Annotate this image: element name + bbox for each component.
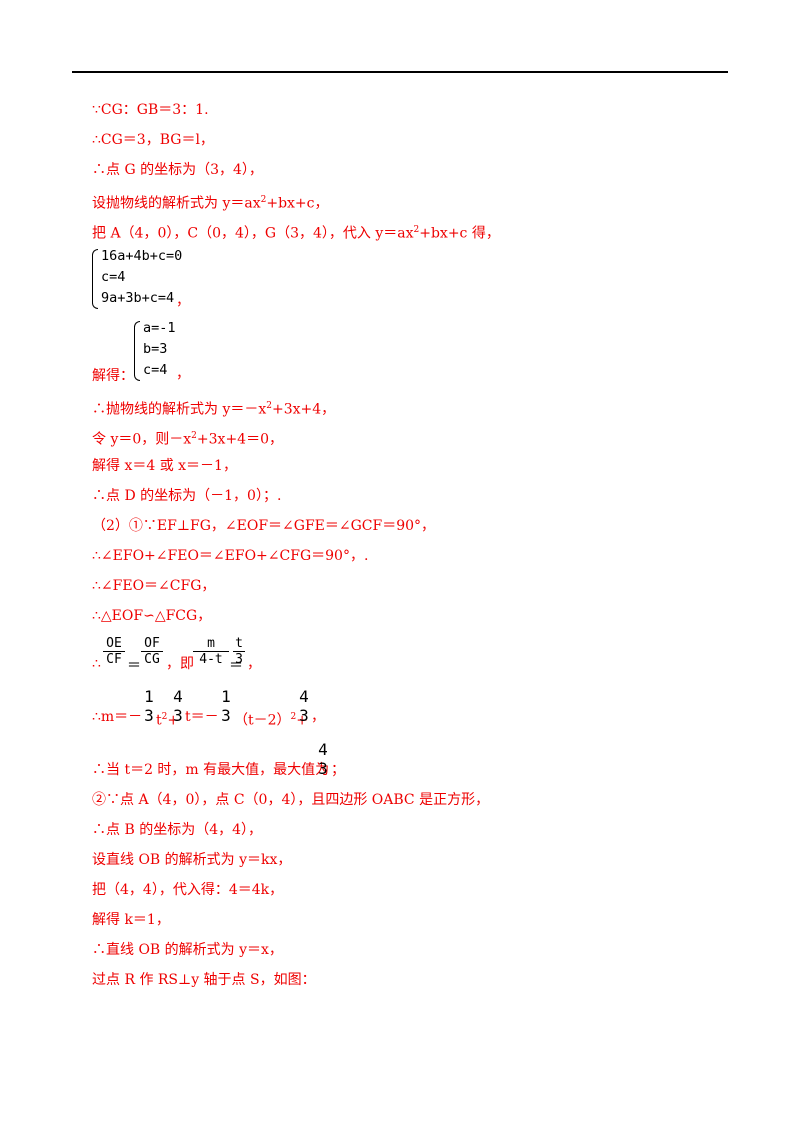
text-run: ， [247, 656, 261, 672]
text-run: +bx+c， [266, 195, 329, 212]
denominator: CG [144, 652, 160, 667]
text-run: ∴抛物线的解析式为 y＝－x [92, 401, 267, 418]
equation: b=3 [143, 341, 168, 357]
numerator: 1 [221, 687, 231, 706]
brace [92, 249, 98, 309]
text-run: 令 y＝0，则－x [92, 431, 192, 448]
text-line: 设抛物线的解析式为 y＝ax2+bx+c， [92, 191, 329, 213]
superscript: 2 [191, 431, 197, 441]
text-line: 解得 x＝4 或 x＝－1， [92, 458, 237, 474]
equation-system: 16a+4b+c=0 c=4 9a+3b+c=4 [92, 248, 232, 312]
text-line: 把（4，4），代入得：4＝4k， [92, 882, 284, 898]
equation: c=4 [101, 269, 126, 285]
text-run: t [156, 712, 162, 729]
fraction-bar [233, 651, 245, 652]
text-line: 把 A（4，0），C（0，4），G（3，4），代入 y＝ax2+bx+c 得， [92, 221, 500, 243]
text-line: ∵CG：GB＝3：1. [92, 102, 209, 118]
text-run: ， [176, 293, 190, 309]
text-line: ∴点 B 的坐标为（4，4）， [92, 822, 263, 838]
text-line: ②∵点 A（4，0），点 C（0，4），且四边形 OABC 是正方形， [92, 792, 490, 808]
text-line: （2）①∵EF⊥FG，∠EOF＝∠GFE＝∠GCF＝90°， [92, 518, 436, 534]
superscript: 2 [290, 712, 297, 722]
denominator: 3 [221, 706, 231, 725]
text-line: 过点 R 作 RS⊥y 轴于点 S，如图： [92, 972, 316, 988]
numerator: 1 [144, 687, 154, 706]
text-run: 解得： [92, 368, 134, 384]
denominator: 3 [173, 706, 183, 725]
denominator: CF [106, 652, 122, 667]
header-rule [72, 71, 728, 73]
text-run: 设抛物线的解析式为 y＝ax [92, 195, 261, 212]
equals-sign: ＝ [127, 658, 141, 674]
text-line: 令 y＝0，则－x2+3x+4＝0， [92, 427, 283, 449]
text-run: +3x+4， [272, 401, 336, 418]
superscript: 2 [260, 195, 267, 205]
text-run: ∴ [92, 656, 101, 672]
text-run: +3x+4＝0， [196, 431, 283, 448]
superscript: 2 [161, 712, 168, 722]
text-line: 设直线 OB 的解析式为 y＝kx， [92, 852, 292, 868]
text-run: ∴m＝－ [92, 709, 143, 725]
text-line: ∴点 G 的坐标为（3，4）， [92, 162, 263, 178]
equation: c=4 [143, 362, 168, 378]
text-line: ∴直线 OB 的解析式为 y＝x， [92, 942, 283, 958]
equation: a=-1 [143, 320, 176, 336]
numerator: OE [106, 636, 122, 651]
numerator: OF [144, 636, 160, 651]
text-run: t＝－ [185, 709, 219, 725]
fraction-bar [141, 651, 163, 652]
text-run: ，即 [166, 656, 194, 672]
text-line: 解得 k＝1， [92, 912, 170, 928]
text-line: ∴抛物线的解析式为 y＝－x2+3x+4， [92, 397, 335, 419]
text-run: ， [176, 366, 190, 382]
denominator: 4-t [199, 652, 223, 667]
text-line: t2+ [156, 708, 179, 730]
text-run: 把 A（4，0），C（0，4），G（3，4），代入 y＝ax [92, 225, 414, 242]
text-line: ∴CG＝3，BG＝l， [92, 132, 214, 148]
superscript: 2 [266, 401, 272, 411]
text-line: ∴△EOF∽△FCG， [92, 608, 212, 624]
numerator: t [235, 636, 243, 651]
denominator: 3 [299, 706, 309, 725]
denominator: 3 [318, 759, 328, 778]
numerator: 4 [299, 687, 309, 706]
equation-system: a=-1 b=3 c=4 [134, 320, 204, 384]
text-line: ∴点 D 的坐标为（－1，0）；. [92, 488, 282, 504]
numerator: 4 [173, 687, 183, 706]
text-run: +bx+c 得， [419, 225, 500, 242]
equals-sign: ＝ [229, 658, 243, 674]
brace [134, 321, 140, 381]
text-line: ∴∠FEO＝∠CFG， [92, 578, 216, 594]
equation: 9a+3b+c=4 [101, 290, 175, 306]
text-run: + [167, 712, 180, 729]
numerator: 4 [318, 740, 328, 759]
denominator: 3 [235, 652, 243, 667]
text-run: （t－2） [234, 712, 291, 729]
superscript: 2 [413, 225, 420, 235]
text-line: ∴∠EFO+∠FEO＝∠EFO+∠CFG＝90°，. [92, 548, 369, 564]
numerator: m [207, 636, 215, 651]
fraction-bar [193, 651, 229, 652]
text-run: ； [331, 762, 345, 778]
text-run: ∴当 t＝2 时，m 有最大值，最大值为 [92, 762, 330, 778]
text-line: （t－2）2+ [234, 708, 308, 730]
equation: 16a+4b+c=0 [101, 248, 183, 264]
denominator: 3 [144, 706, 154, 725]
text-run: ， [311, 709, 325, 725]
text-run: + [296, 712, 309, 729]
fraction-bar [103, 651, 125, 652]
